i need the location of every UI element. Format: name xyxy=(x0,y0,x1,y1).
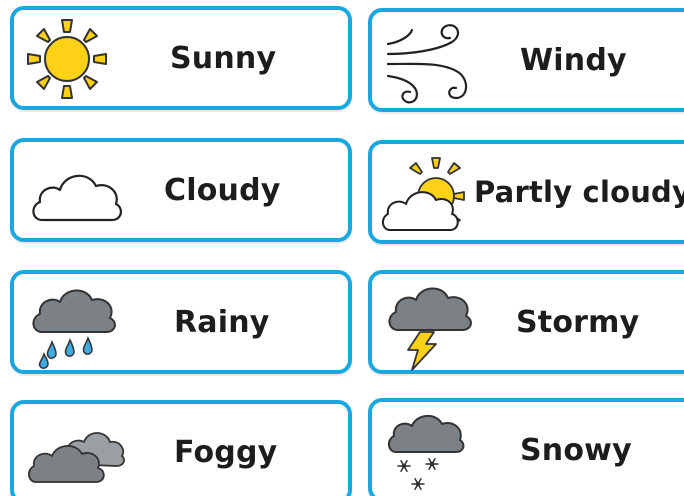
card-foggy: Foggy xyxy=(10,400,352,496)
card-partly-cloudy: Partly cloudy xyxy=(368,140,684,244)
wind-icon xyxy=(386,24,468,104)
partly-cloudy-icon xyxy=(382,157,465,231)
card-label: Sunny xyxy=(170,40,277,76)
card-label: Windy xyxy=(520,42,627,78)
card-cloudy: Cloudy xyxy=(10,138,352,242)
rain-cloud-icon xyxy=(32,289,116,369)
card-label: Stormy xyxy=(516,304,640,340)
cloud-icon xyxy=(32,174,122,222)
card-rainy: Rainy xyxy=(10,270,352,374)
card-sunny: Sunny xyxy=(10,6,352,110)
card-snowy: Snowy xyxy=(368,398,684,496)
card-stormy: Stormy xyxy=(368,270,684,374)
card-label: Rainy xyxy=(174,304,270,340)
card-label: Partly cloudy xyxy=(474,175,684,209)
sun-icon xyxy=(27,19,107,99)
snow-cloud-icon xyxy=(388,415,465,490)
card-label: Foggy xyxy=(174,434,278,470)
storm-cloud-icon xyxy=(388,287,472,371)
card-label: Snowy xyxy=(520,432,632,468)
fog-cloud-icon xyxy=(28,432,125,483)
card-label: Cloudy xyxy=(164,172,281,208)
card-windy: Windy xyxy=(368,8,684,112)
